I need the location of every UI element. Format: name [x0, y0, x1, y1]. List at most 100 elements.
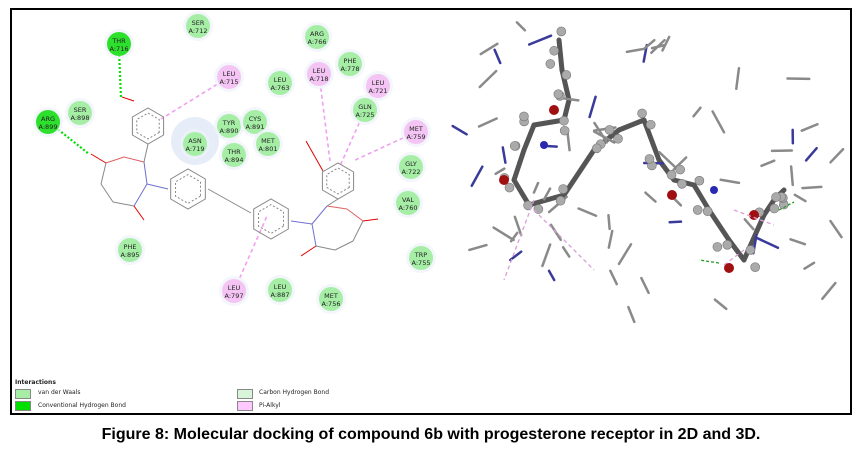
pi-alkyl-interaction-line: [733, 209, 775, 226]
hydrogen-atom: [555, 195, 566, 206]
hydrogen-atom: [677, 179, 687, 189]
residue-stick: [593, 121, 609, 144]
residue-name: VAL: [402, 196, 414, 204]
residue-disc: [268, 71, 292, 95]
residue-stick: [547, 269, 556, 282]
residue-disc: [222, 279, 246, 303]
residue-name: TYR: [222, 119, 236, 127]
residue-id: A:891: [246, 123, 265, 131]
legend-label-hbond: Conventional Hydrogen Bond: [38, 402, 126, 409]
ligand-stick: [706, 207, 732, 243]
residue-id: A:716: [110, 45, 129, 53]
residue-id: A:755: [412, 259, 431, 267]
biphenyl-ring-b-aromatic: [258, 204, 284, 234]
residue-id: A:797: [225, 292, 244, 300]
legend-swatch-pi-alkyl: [237, 401, 253, 411]
ligand-stick: [691, 182, 712, 213]
ligand-bond: [334, 240, 354, 251]
hydrogen-atom: [722, 240, 733, 250]
residue-id: A:721: [369, 87, 388, 95]
ligand-bond: [100, 183, 114, 203]
residue-disc: [68, 101, 92, 125]
ligand-bond: [326, 205, 348, 210]
carbonyl-bond: [90, 153, 107, 164]
residue-stick: [527, 34, 553, 46]
residue-disc: [319, 287, 343, 311]
residue-id: A:887: [271, 291, 290, 299]
ligand-stick: [511, 147, 527, 183]
residue-disc: [118, 238, 142, 262]
ligand-bond: [143, 143, 149, 163]
hydrogen-atom: [644, 154, 655, 164]
residue-stick: [625, 47, 646, 54]
residue-stick: [821, 281, 837, 301]
residue-disc: [396, 191, 420, 215]
hydroxyl-bond: [305, 140, 324, 172]
residue-name: THR: [111, 37, 126, 45]
residue-id: A:890: [220, 127, 239, 135]
hydrogen-atom: [675, 164, 685, 175]
residue-stick: [801, 185, 823, 190]
ligand-bond: [143, 161, 148, 185]
residue-disc: [217, 65, 241, 89]
hydrogen-bond-line: [54, 126, 90, 155]
residue-stick: [789, 165, 795, 187]
oxygen-atom: [724, 263, 734, 273]
pi-alkyl-interaction-line: [160, 76, 230, 120]
hydrogen-atom: [519, 111, 529, 122]
hydrogen-atom: [769, 203, 780, 214]
residue-stick: [607, 229, 614, 249]
ligand-bond: [352, 220, 364, 242]
legend-label-pi-alkyl: Pi-Alkyl: [259, 402, 281, 409]
residue-stick: [735, 66, 741, 91]
residue-disc: [222, 143, 246, 167]
hydrogen-bond-line: [698, 259, 720, 264]
residue-id: A:801: [259, 145, 278, 153]
residue-stick: [661, 35, 671, 52]
residue-stick: [532, 181, 540, 194]
residue-name: ARG: [310, 30, 324, 38]
residue-name: GLN: [358, 103, 372, 111]
residue-id: A:712: [189, 27, 208, 35]
residue-disc: [305, 25, 329, 49]
residue-id: A:722: [402, 168, 421, 176]
residue-stick: [643, 38, 656, 50]
biphenyl-ring-b: [253, 198, 289, 240]
ligand-stick: [616, 117, 647, 133]
residue-stick: [493, 48, 502, 65]
residue-stick: [609, 269, 619, 286]
legend-title: Interactions: [15, 379, 56, 386]
residue-name: LEU: [274, 283, 287, 291]
hydrogen-atom: [692, 205, 703, 215]
hydrogen-atom: [712, 242, 723, 252]
residue-id: A:778: [341, 65, 360, 73]
residue-stick: [607, 213, 611, 231]
residue-disc: [268, 278, 292, 302]
ligand-stick: [511, 177, 532, 208]
pi-alkyl-interaction-line: [352, 131, 417, 162]
residue-id: A:756: [322, 300, 341, 308]
ligand-bond: [100, 162, 107, 185]
residue-stick: [756, 236, 780, 250]
residue-stick: [644, 191, 657, 203]
hydrogen-atom: [533, 204, 544, 214]
residue-id: A:766: [308, 38, 327, 46]
ligand-bond: [326, 198, 339, 207]
phenol-ring-right-aromatic: [326, 167, 350, 195]
oxygen-atom: [549, 105, 559, 115]
residue-id: A:719: [186, 145, 205, 153]
residue-id: A:725: [356, 111, 375, 119]
residue-stick: [513, 215, 523, 237]
residue-stick: [479, 42, 499, 56]
residue-id: A:899: [39, 123, 58, 131]
